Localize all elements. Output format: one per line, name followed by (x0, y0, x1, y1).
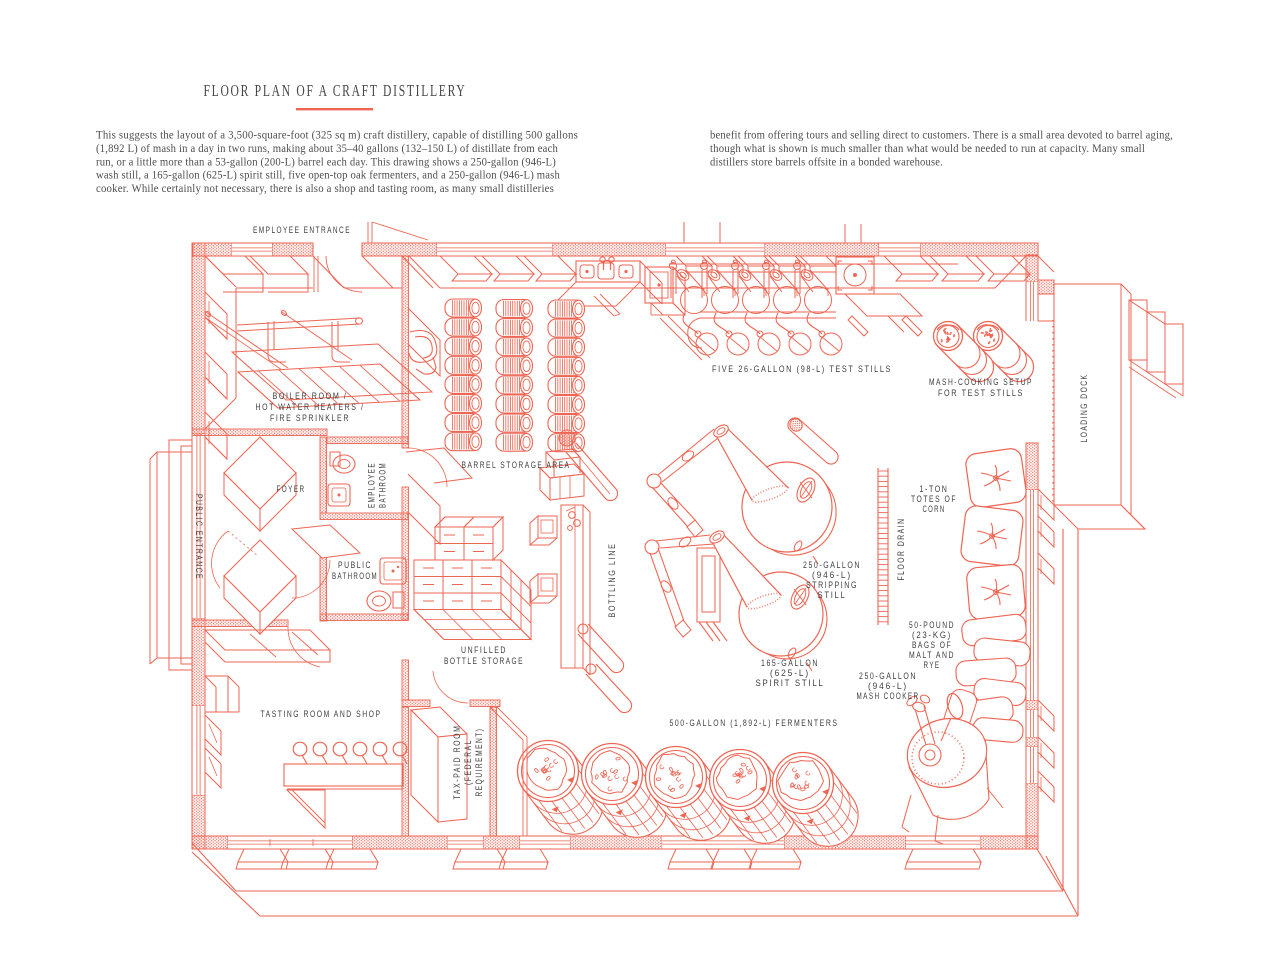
svg-text:This suggests the layout of a: This suggests the layout of a 3,500-squa… (96, 129, 578, 142)
svg-text:(FEDERAL: (FEDERAL (463, 739, 473, 785)
svg-text:FIVE 26-GALLON (98-L) TEST STI: FIVE 26-GALLON (98-L) TEST STILLS (712, 364, 892, 374)
svg-text:PUBLIC: PUBLIC (338, 560, 372, 570)
svg-text:TAX-PAID ROOM: TAX-PAID ROOM (452, 725, 462, 800)
svg-text:BOILER ROOM /: BOILER ROOM / (273, 391, 348, 401)
svg-text:500-GALLON (1,892-L) FERMENTER: 500-GALLON (1,892-L) FERMENTERS (670, 718, 839, 728)
svg-text:LOADING DOCK: LOADING DOCK (1079, 374, 1089, 443)
svg-text:HOT WATER HEATERS /: HOT WATER HEATERS / (256, 402, 365, 412)
svg-text:BOTTLING LINE: BOTTLING LINE (607, 543, 617, 618)
svg-text:EMPLOYEE: EMPLOYEE (367, 462, 377, 508)
svg-text:UNFILLED: UNFILLED (461, 645, 507, 655)
svg-text:(946-L): (946-L) (868, 681, 908, 691)
svg-text:distillers store barrels offsi: distillers store barrels offsite in a bo… (710, 155, 943, 168)
svg-text:BOTTLE STORAGE: BOTTLE STORAGE (444, 656, 524, 666)
svg-text:TOTES OF: TOTES OF (911, 494, 957, 504)
svg-text:1-TON: 1-TON (920, 484, 949, 494)
svg-text:FLOOR PLAN OF A CRAFT DISTILLE: FLOOR PLAN OF A CRAFT DISTILLERY (204, 81, 467, 100)
svg-text:MALT AND: MALT AND (909, 650, 955, 660)
svg-text:REQUIREMENT): REQUIREMENT) (474, 728, 484, 797)
svg-text:(625-L): (625-L) (770, 668, 810, 678)
svg-text:BAGS OF: BAGS OF (912, 640, 952, 650)
svg-text:STILL: STILL (818, 590, 847, 600)
svg-text:FLOOR DRAIN: FLOOR DRAIN (896, 518, 906, 581)
svg-text:FIRE SPRINKLER: FIRE SPRINKLER (270, 413, 350, 423)
svg-text:cooker. While certainly not ne: cooker. While certainly not necessary, t… (96, 182, 554, 195)
svg-text:BATHROOM: BATHROOM (332, 571, 378, 581)
svg-text:SPIRIT STILL: SPIRIT STILL (756, 678, 825, 688)
svg-text:250-GALLON: 250-GALLON (859, 671, 917, 681)
svg-text:MASH COOKER: MASH COOKER (857, 691, 920, 701)
svg-text:wash still, a 165-gallon (625-: wash still, a 165-gallon (625-L) spirit … (96, 169, 560, 182)
svg-text:TASTING ROOM AND SHOP: TASTING ROOM AND SHOP (261, 709, 382, 719)
svg-text:MASH-COOKING SETUP: MASH-COOKING SETUP (929, 377, 1033, 387)
svg-text:(1,892 L) of mash in a day in: (1,892 L) of mash in a day in two runs, … (96, 142, 558, 155)
svg-text:BATHROOM: BATHROOM (378, 462, 388, 508)
svg-text:EMPLOYEE ENTRANCE: EMPLOYEE ENTRANCE (253, 225, 351, 235)
svg-text:165-GALLON: 165-GALLON (761, 658, 819, 668)
svg-text:benefit from offering tours an: benefit from offering tours and selling … (710, 129, 1173, 142)
svg-text:FOR TEST STILLS: FOR TEST STILLS (938, 388, 1024, 398)
svg-text:though what is shown is much s: though what is shown is much smaller tha… (710, 142, 1146, 155)
svg-text:250-GALLON: 250-GALLON (803, 560, 861, 570)
svg-text:RYE: RYE (924, 660, 941, 670)
svg-text:(23-KG): (23-KG) (912, 630, 952, 640)
svg-text:FOYER: FOYER (277, 484, 306, 494)
svg-text:PUBLIC ENTRANCE: PUBLIC ENTRANCE (194, 494, 204, 580)
svg-text:STRIPPING: STRIPPING (806, 580, 858, 590)
svg-text:run, or a little more than a 5: run, or a little more than a 53-gallon (… (96, 155, 556, 168)
svg-text:BARREL STORAGE AREA: BARREL STORAGE AREA (462, 460, 571, 470)
svg-text:50-POUND: 50-POUND (909, 620, 955, 630)
svg-text:CORN: CORN (923, 504, 946, 514)
svg-text:(946-L): (946-L) (812, 570, 852, 580)
